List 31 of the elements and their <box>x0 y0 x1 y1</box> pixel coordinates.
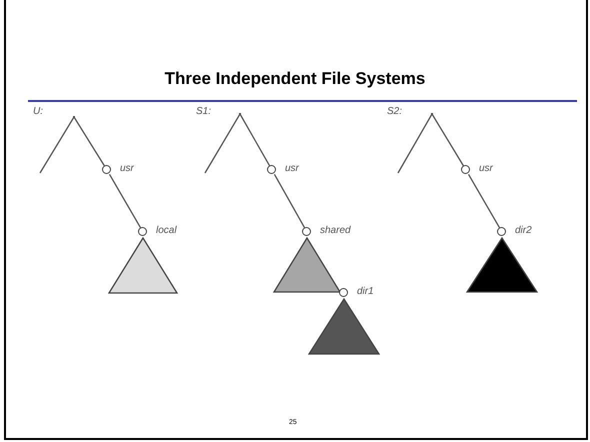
tree-branch-line <box>39 116 75 174</box>
directory-label: usr <box>285 163 299 175</box>
directory-node-circle <box>267 165 276 174</box>
directory-label: local <box>156 225 177 237</box>
subtree-triangle <box>308 298 380 355</box>
directory-label: usr <box>479 163 493 175</box>
tree-branch-line <box>274 174 306 228</box>
subtree-triangle <box>108 237 178 294</box>
directory-node-circle <box>461 165 470 174</box>
subtree-triangle <box>273 237 341 293</box>
tree-name: S1: <box>196 106 212 118</box>
directory-node-circle <box>302 227 311 236</box>
tree-branch-line <box>468 174 500 228</box>
directory-node-circle <box>138 227 147 236</box>
slide-title: Three Independent File Systems <box>164 69 426 89</box>
directory-label: dir2 <box>515 225 532 237</box>
directory-node-circle <box>497 227 506 236</box>
tree-branch-line <box>204 114 241 174</box>
tree-branch-line <box>431 114 464 166</box>
tree-branch-line <box>73 116 105 166</box>
directory-label: usr <box>120 163 134 175</box>
tree-branch-line <box>239 114 270 166</box>
tree-branch-line <box>397 114 433 174</box>
subtree-triangle <box>466 237 538 293</box>
directory-node-circle <box>102 165 111 174</box>
tree-name: S2: <box>387 106 402 118</box>
directory-label: shared <box>320 225 351 237</box>
tree-name: U: <box>33 106 43 118</box>
directory-node-circle <box>339 288 348 297</box>
directory-label: dir1 <box>357 286 374 298</box>
tree-branch-line <box>108 174 142 228</box>
